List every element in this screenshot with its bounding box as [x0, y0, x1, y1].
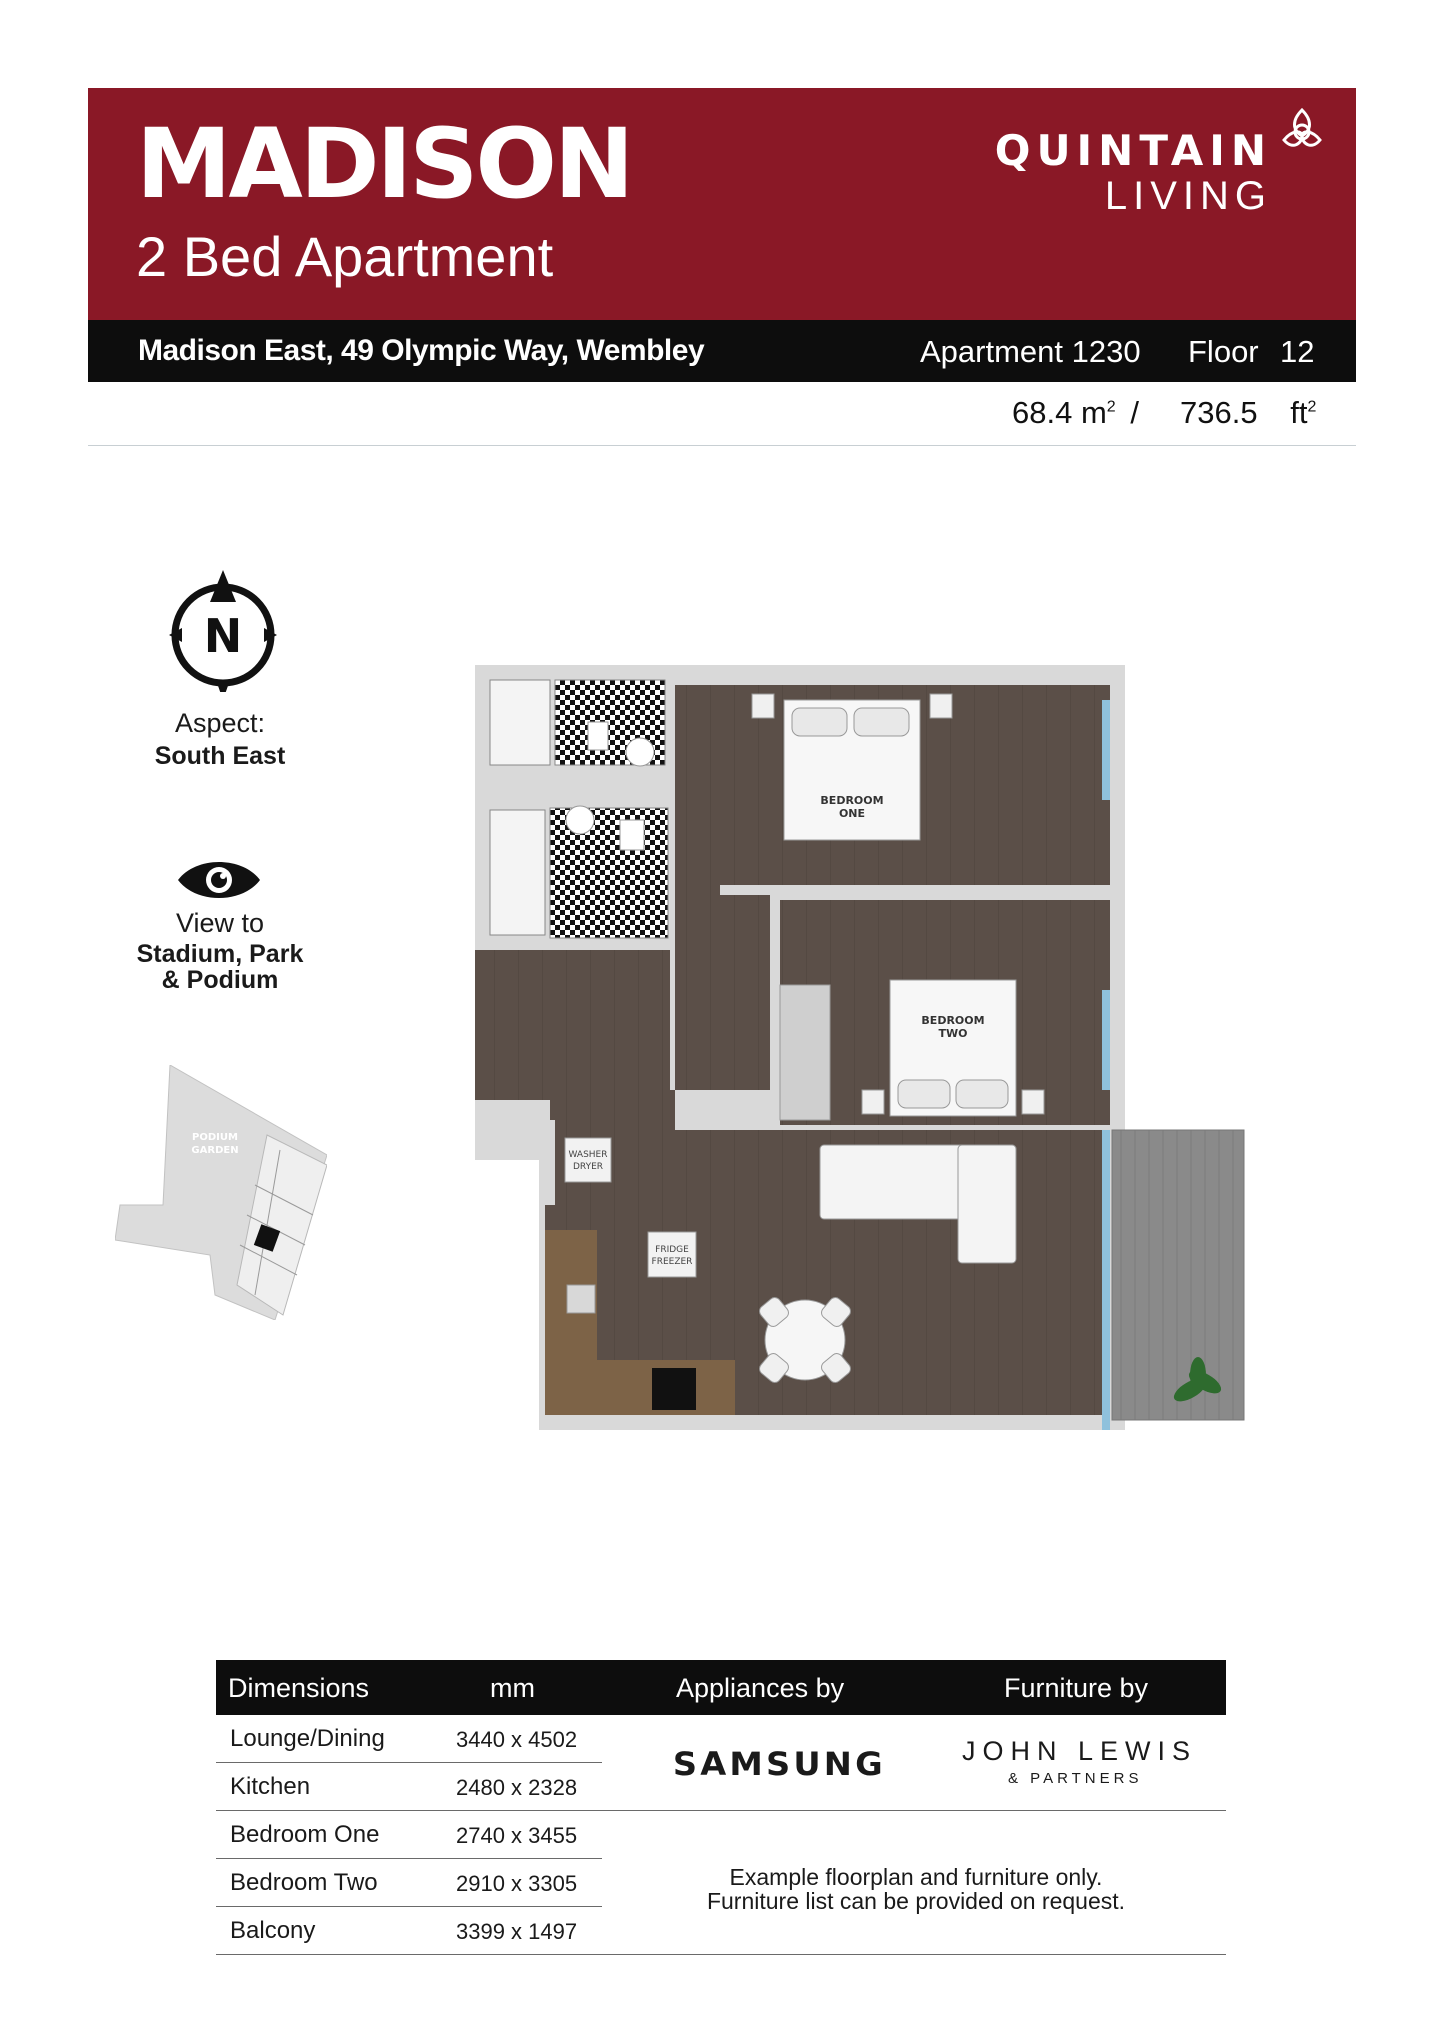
- dimensions-table: Dimensions mm Appliances by Furniture by…: [216, 1660, 1226, 1958]
- site-plan: PODIUM GARDEN: [115, 1065, 327, 1320]
- samsung-logo: SAMSUNG: [672, 1745, 886, 1783]
- floor-label: Floor: [1188, 334, 1259, 369]
- floorplan: BEDROOM ONE BEDROOM TWO WASHER DRYER FRI…: [475, 660, 1250, 1435]
- column-header: Appliances by: [676, 1673, 845, 1703]
- column-header: mm: [490, 1673, 535, 1703]
- view-value: Stadium, Park & Podium: [136, 940, 304, 995]
- divider: [602, 1954, 1226, 1955]
- fixture-label: WASHER: [569, 1150, 608, 1160]
- eye-icon: [178, 862, 260, 898]
- room-label: ONE: [839, 807, 865, 820]
- aspect-value: South East: [154, 742, 286, 770]
- table-row: Bedroom One 2740 x 3455: [216, 1811, 602, 1859]
- apartment-type: 2 Bed Apartment: [136, 225, 554, 288]
- john-lewis-logo: JOHN LEWIS: [962, 1736, 1198, 1766]
- brand-logo: QUINTAIN LIVING: [988, 104, 1328, 218]
- table-header: Dimensions mm Appliances by Furniture by: [216, 1660, 1226, 1715]
- floor-number: 12: [1280, 334, 1315, 369]
- room-label: BEDROOM: [921, 1014, 984, 1027]
- column-header: Furniture by: [1004, 1673, 1149, 1703]
- room-label: BEDROOM: [820, 794, 883, 807]
- header-band: MADISON 2 Bed Apartment QUINTAIN LIVING: [88, 88, 1356, 320]
- room-label: TWO: [939, 1027, 968, 1040]
- table-row: Kitchen 2480 x 2328: [216, 1763, 602, 1811]
- address: Madison East, 49 Olympic Way, Wembley: [138, 334, 705, 367]
- trefoil-icon: [1282, 107, 1322, 147]
- apartment-number: Apartment 1230: [920, 334, 1141, 369]
- john-lewis-logo-sub: & PARTNERS: [1008, 1770, 1143, 1787]
- compass-letter: N: [204, 609, 243, 663]
- column-header: Dimensions: [228, 1673, 370, 1703]
- aspect-label: Aspect:: [174, 708, 266, 738]
- divider: [88, 445, 1356, 446]
- table-row: Lounge/Dining 3440 x 4502: [216, 1715, 602, 1763]
- brand-name: QUINTAIN: [994, 126, 1272, 175]
- area-sqm: 68.4 m2 /: [1012, 395, 1139, 430]
- brand-subname: LIVING: [1104, 174, 1272, 218]
- table-row: Bedroom Two 2910 x 3305: [216, 1859, 602, 1907]
- divider: [602, 1810, 1226, 1811]
- table-row: Balcony 3399 x 1497: [216, 1907, 602, 1955]
- development-title: MADISON: [136, 108, 634, 220]
- fixture-label: FREEZER: [652, 1257, 693, 1267]
- fixture-label: DRYER: [573, 1162, 603, 1172]
- area-sqft: 736.5 ft2: [1180, 395, 1317, 430]
- compass-icon: N: [169, 570, 277, 692]
- site-label: PODIUM: [192, 1132, 238, 1143]
- address-bar: Madison East, 49 Olympic Way, Wembley Ap…: [88, 320, 1356, 382]
- site-label: GARDEN: [191, 1145, 238, 1156]
- disclaimer-note: Example floorplan and furniture only. Fu…: [706, 1864, 1126, 1915]
- fixture-label: FRIDGE: [655, 1245, 689, 1255]
- view-label: View to: [175, 908, 265, 938]
